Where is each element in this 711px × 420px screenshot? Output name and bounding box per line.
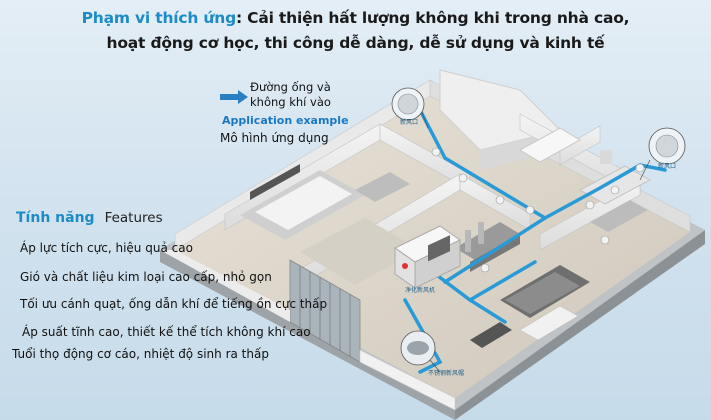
duct-vents (431, 147, 645, 273)
features-title-en: Features (104, 210, 163, 226)
header-line-1-rest: : Cải thiện hất lượng không khi trong nh… (235, 9, 630, 27)
feature-item-3: Tối ưu cánh quạt, ống dẫn khí để tiếng ồ… (20, 297, 328, 311)
duct-legend: Đường ống và không khí vào (250, 80, 331, 110)
duct-legend-line-1: Đường ống và (250, 80, 331, 94)
outlet-top: 新风口 (391, 87, 429, 129)
bedroom (240, 164, 410, 240)
outlet-right: 新风口 (639, 127, 686, 181)
outlet-top-label: 新风口 (400, 118, 418, 126)
air-ducts (403, 108, 667, 374)
vent-hood-label: 不锈钢新风帽 (428, 369, 464, 377)
page-header: Phạm vi thích ứng: Cải thiện hất lượng k… (0, 6, 711, 56)
living-room (470, 265, 590, 348)
right-rooms (518, 127, 652, 232)
floor-plan (160, 69, 705, 420)
feature-item-5: Tuổi thọ động cơ cáo, nhiệt độ sinh ra t… (12, 347, 269, 361)
features-title-vi: Tính năng (16, 210, 95, 226)
header-line-2: hoạt động cơ học, thi công dễ dàng, dễ s… (106, 34, 605, 52)
outlet-right-label: 新风口 (658, 162, 676, 170)
duct-arrow-icon (220, 90, 248, 104)
header-line-1: Phạm vi thích ứng: Cải thiện hất lượng k… (0, 6, 711, 31)
application-example-en: Application example (222, 114, 349, 127)
feature-item-2: Gió và chất liệu kim loại cao cấp, nhỏ g… (20, 270, 272, 284)
unit-label: 净化新风机 (405, 286, 435, 294)
feature-item-4: Áp suất tĩnh cao, thiết kế thể tích khôn… (22, 325, 311, 339)
vent-hood: 不锈钢新风帽 (400, 330, 464, 377)
duct-legend-line-2: không khí vào (250, 95, 331, 109)
application-example-vi: Mô hình ứng dụng (220, 131, 329, 145)
purifier-unit: 净化新风机 (394, 225, 461, 294)
features-title: Tính năng Features (16, 210, 163, 226)
header-accent: Phạm vi thích ứng (81, 9, 237, 27)
feature-item-1: Áp lực tích cực, hiệu quả cao (20, 241, 193, 255)
